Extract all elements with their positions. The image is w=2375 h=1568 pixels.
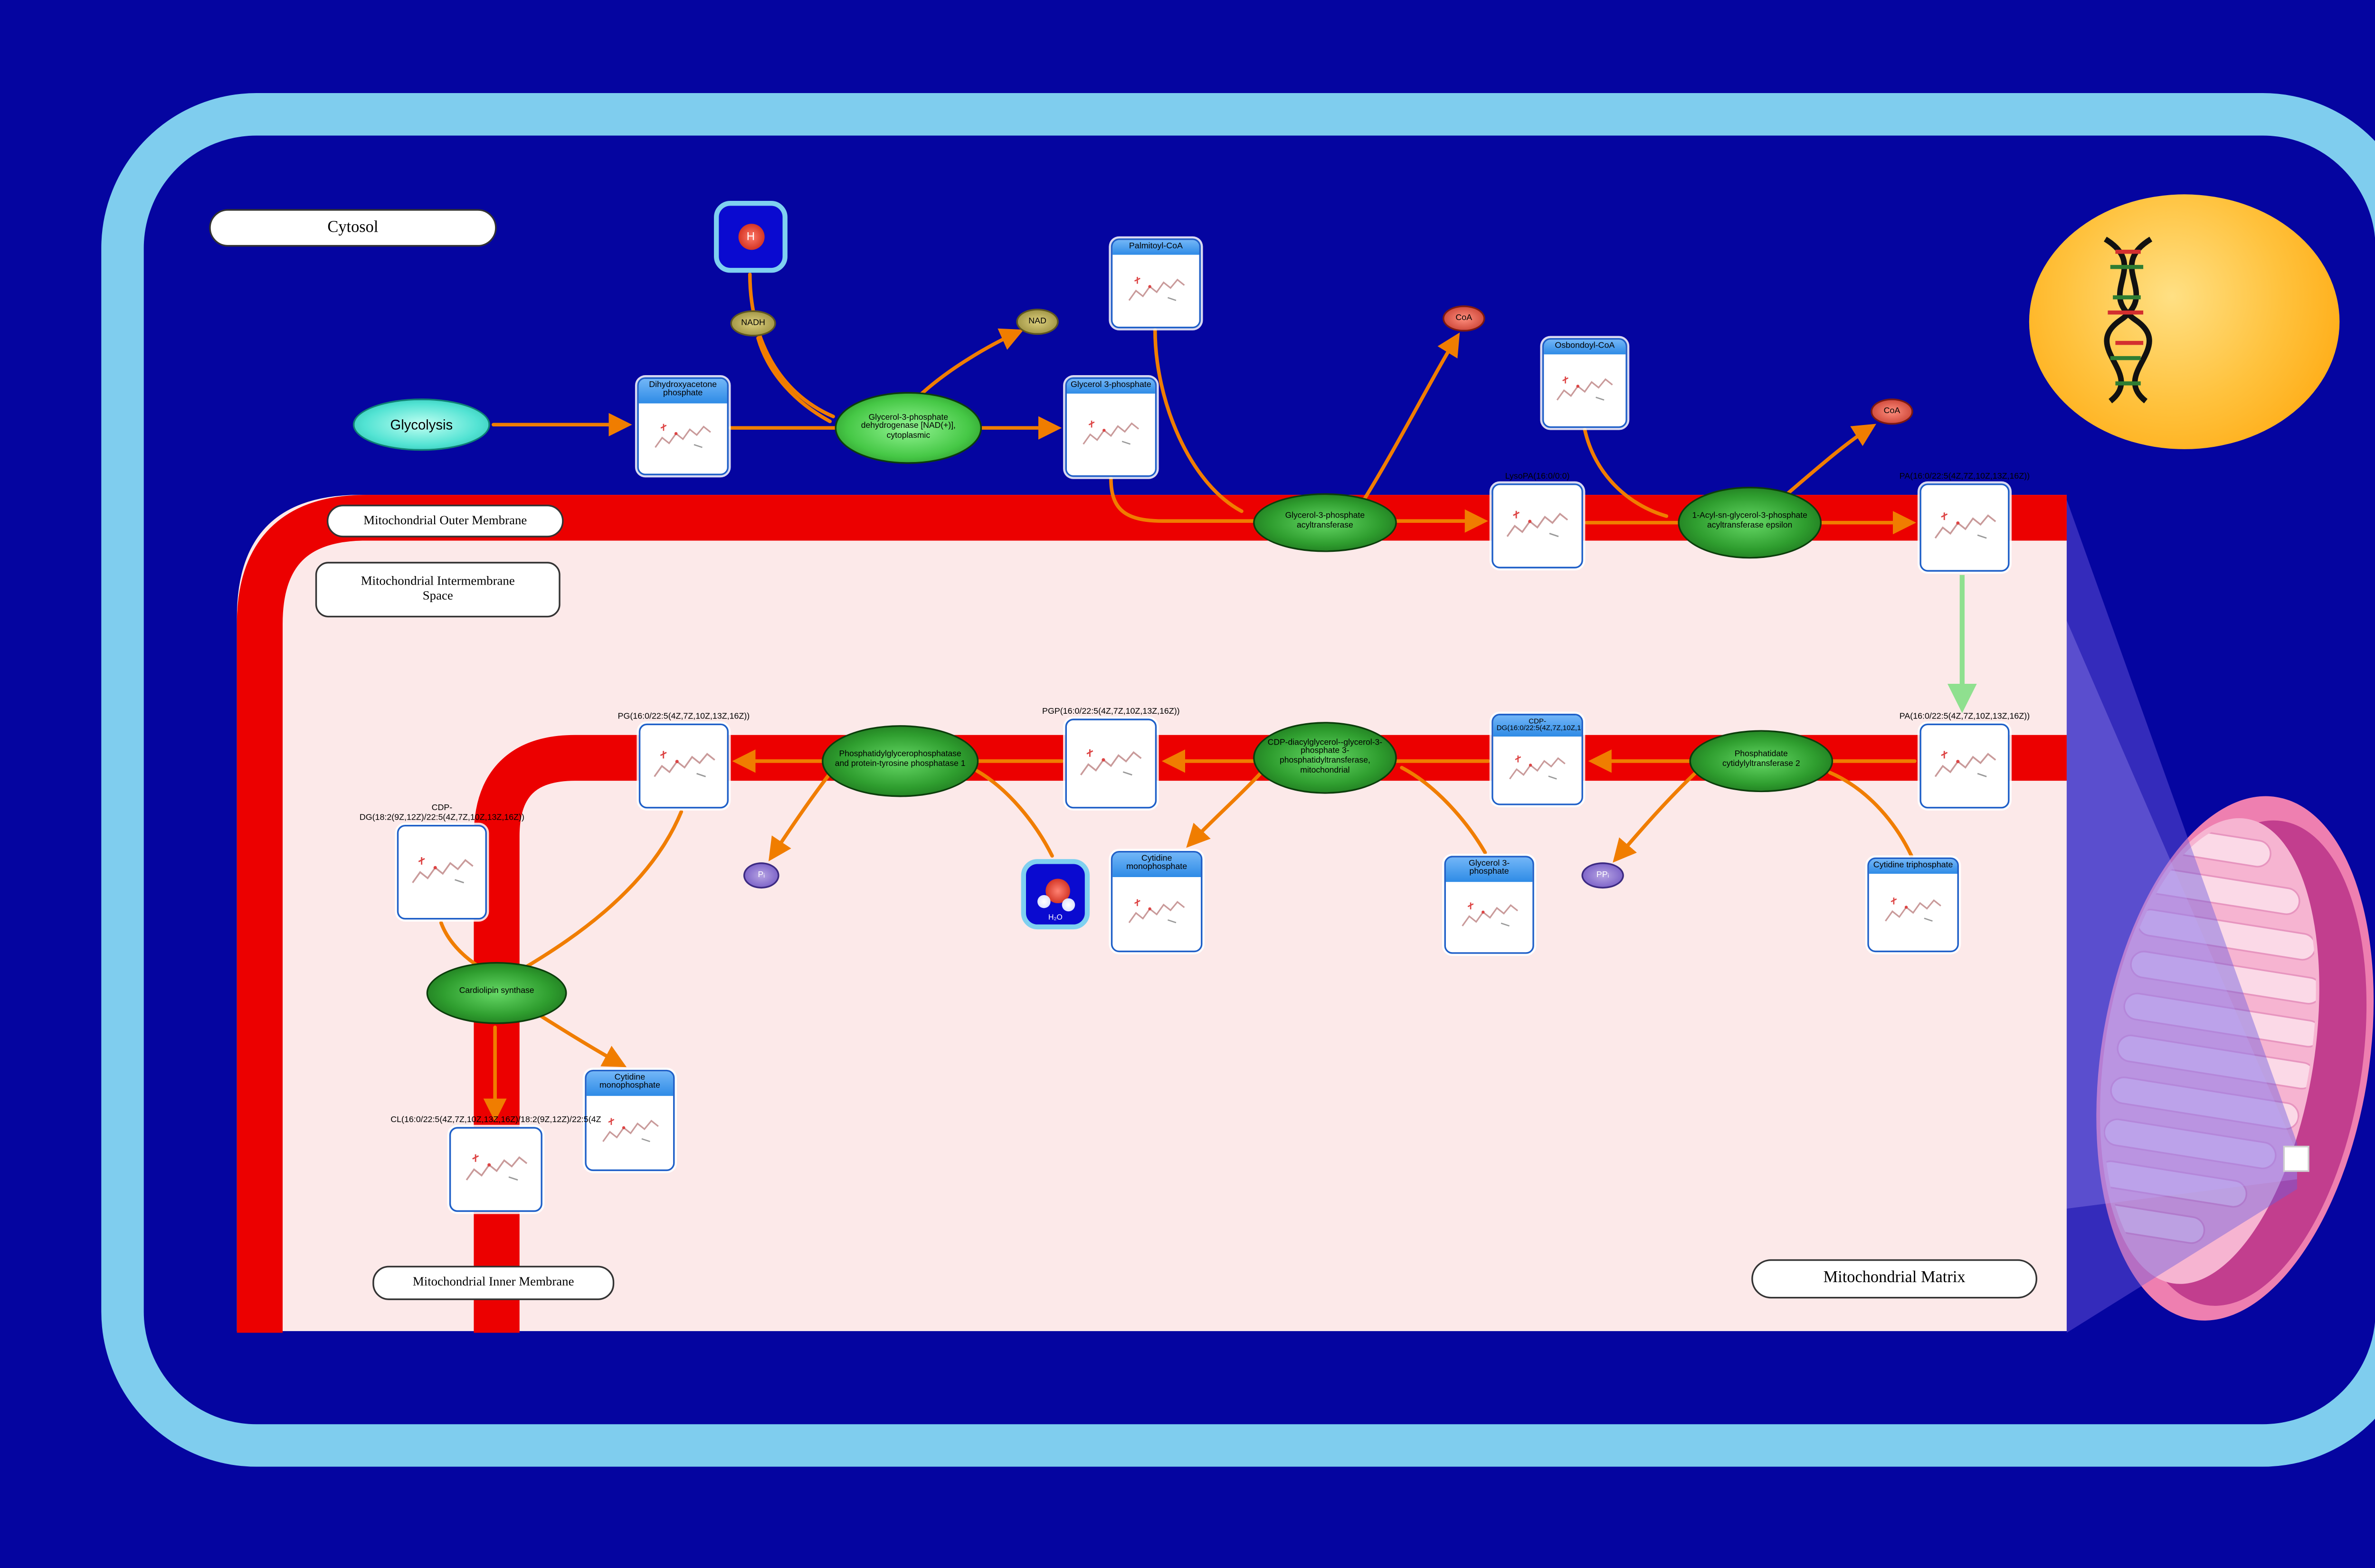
enzyme-agpat[interactable]: 1-Acyl-sn-glycerol-3-phosphate acyltrans… bbox=[1678, 486, 1822, 559]
entity-dihydroxyacetone-phosphate[interactable]: Dihydroxyacetone phosphate bbox=[637, 377, 729, 475]
entity-osbondoyl-coa[interactable]: Osbondoyl-CoA bbox=[1542, 338, 1627, 428]
molecule-structure-icon bbox=[1078, 416, 1144, 453]
entity-label: PGP(16:0/22:5(4Z,7Z,10Z,13Z,16Z)) bbox=[1042, 707, 1180, 718]
molecule-structure-icon bbox=[1123, 273, 1189, 309]
molecule-structure-icon bbox=[648, 746, 720, 786]
molecule-structure-icon bbox=[406, 852, 478, 892]
proton-icon[interactable]: H bbox=[714, 201, 788, 273]
entity-label: CDP-DG(16:0/22:5(4Z,7Z,10Z,13Z,16Z)) bbox=[1493, 715, 1581, 737]
molecule-structure-icon bbox=[650, 420, 716, 456]
mitochondrion-illustration bbox=[2090, 796, 2374, 1321]
entity-label: CDP- DG(18:2(9Z,12Z)/22:5(4Z,7Z,10Z,13Z,… bbox=[359, 804, 524, 824]
enzyme-pgs1[interactable]: CDP-diacylglycerol--glycerol-3-phosphate… bbox=[1253, 722, 1397, 794]
entity-pg[interactable]: PG(16:0/22:5(4Z,7Z,10Z,13Z,16Z)) bbox=[618, 713, 750, 809]
entity-palmitoyl-coa[interactable]: Palmitoyl-CoA bbox=[1111, 238, 1201, 329]
molecule-structure-icon bbox=[1928, 508, 2000, 548]
enzyme-gpat[interactable]: Glycerol-3-phosphate acyltransferase bbox=[1253, 493, 1397, 552]
entity-label: Glycerol 3-phosphate bbox=[1066, 378, 1155, 394]
entity-cytidine-monophosphate-1[interactable]: Cytidine monophosphate bbox=[1111, 850, 1203, 953]
entity-label: Osbondoyl-CoA bbox=[1544, 340, 1626, 354]
intermembrane-space-label: Mitochondrial Intermembrane Space bbox=[315, 562, 560, 618]
entity-glycerol-3-phosphate-matrix[interactable]: Glycerol 3-phosphate bbox=[1444, 856, 1534, 954]
entity-label: Cytidine triphosphate bbox=[1869, 859, 1957, 874]
entity-label: CL(16:0/22:5(4Z,7Z,10Z,13Z,16Z)/18:2(9Z,… bbox=[390, 1115, 601, 1126]
entity-cdp-dg-18-2[interactable]: CDP- DG(18:2(9Z,12Z)/22:5(4Z,7Z,10Z,13Z,… bbox=[360, 804, 524, 920]
zoom-projection-beam bbox=[2066, 500, 2297, 1333]
entity-label: LysoPA(16:0/0:0) bbox=[1505, 472, 1570, 482]
hydrogen-atom bbox=[1062, 898, 1075, 912]
entity-label: PG(16:0/22:5(4Z,7Z,10Z,13Z,16Z)) bbox=[618, 712, 750, 722]
entity-pgp[interactable]: PGP(16:0/22:5(4Z,7Z,10Z,13Z,16Z)) bbox=[1042, 708, 1180, 809]
outer-membrane-label: Mitochondrial Outer Membrane bbox=[326, 504, 564, 538]
entity-label: Glycerol 3-phosphate bbox=[1445, 857, 1533, 882]
metabolite-nad[interactable]: NAD bbox=[1016, 309, 1059, 335]
molecule-structure-icon bbox=[1501, 506, 1573, 546]
entity-cytidine-triphosphate[interactable]: Cytidine triphosphate bbox=[1867, 857, 1959, 953]
entity-cardiolipin[interactable]: CL(16:0/22:5(4Z,7Z,10Z,13Z,16Z)/18:2(9Z,… bbox=[390, 1116, 601, 1212]
entity-cdp-dg[interactable]: CDP-DG(16:0/22:5(4Z,7Z,10Z,13Z,16Z)) bbox=[1492, 714, 1583, 805]
entity-label: Dihydroxyacetone phosphate bbox=[638, 378, 727, 403]
entity-cytidine-monophosphate-2[interactable]: Cytidine monophosphate bbox=[585, 1069, 675, 1171]
entity-label: Palmitoyl-CoA bbox=[1112, 240, 1199, 255]
enzyme-ptpmt1[interactable]: Phosphatidylglycerophosphatase and prote… bbox=[822, 725, 979, 797]
molecule-structure-icon bbox=[1928, 746, 2000, 786]
pathway-node-glycolysis[interactable]: Glycolysis bbox=[352, 398, 490, 451]
inner-membrane-label: Mitochondrial Inner Membrane bbox=[372, 1266, 615, 1300]
entity-pa-matrix[interactable]: PA(16:0/22:5(4Z,7Z,10Z,13Z,16Z)) bbox=[1900, 713, 2030, 809]
entity-glycerol-3-phosphate-cytosol[interactable]: Glycerol 3-phosphate bbox=[1065, 377, 1157, 477]
entity-label: Cytidine monophosphate bbox=[586, 1071, 674, 1096]
molecule-structure-icon bbox=[1552, 372, 1618, 408]
water-label: H₂O bbox=[1048, 913, 1063, 921]
molecule-structure-icon bbox=[1124, 896, 1189, 932]
metabolite-coa-2[interactable]: CoA bbox=[1871, 398, 1913, 425]
entity-label: Cytidine monophosphate bbox=[1112, 852, 1201, 877]
enzyme-cardiolipin-synthase[interactable]: Cardiolipin synthase bbox=[426, 962, 567, 1024]
zoom-region-marker[interactable] bbox=[2283, 1145, 2309, 1172]
molecule-structure-icon bbox=[460, 1150, 532, 1189]
h-plus-atom: H bbox=[737, 224, 764, 250]
inner-membrane-band bbox=[474, 735, 2067, 1333]
molecule-structure-icon bbox=[1456, 899, 1522, 935]
nucleus bbox=[2029, 194, 2340, 449]
dna-icon bbox=[2104, 236, 2153, 404]
metabolite-nadh[interactable]: NADH bbox=[730, 310, 776, 337]
enzyme-cds2[interactable]: Phosphatidate cytidylyltransferase 2 bbox=[1689, 730, 1834, 793]
zoom-projection-beam-core bbox=[2066, 621, 2297, 1209]
hydrogen-atom bbox=[1037, 895, 1051, 908]
enzyme-gpd1[interactable]: Glycerol-3-phosphate dehydrogenase [NAD(… bbox=[835, 392, 982, 464]
water-molecule-icon[interactable]: H₂O bbox=[1021, 859, 1090, 930]
matrix-label: Mitochondrial Matrix bbox=[1751, 1259, 2038, 1299]
entity-lysopa[interactable]: LysoPA(16:0/0:0) bbox=[1492, 472, 1583, 568]
metabolite-pi[interactable]: Pᵢ bbox=[743, 862, 779, 889]
metabolite-coa-1[interactable]: CoA bbox=[1443, 305, 1485, 332]
molecule-structure-icon bbox=[1881, 894, 1946, 930]
entity-label: PA(16:0/22:5(4Z,7Z,10Z,13Z,16Z)) bbox=[1899, 472, 2030, 482]
molecule-structure-icon bbox=[1505, 752, 1570, 788]
molecule-structure-icon bbox=[1075, 744, 1147, 784]
metabolite-ppi[interactable]: PPᵢ bbox=[1581, 862, 1624, 889]
entity-label: PA(16:0/22:5(4Z,7Z,10Z,13Z,16Z)) bbox=[1899, 712, 2030, 722]
entity-pa-outer-membrane[interactable]: PA(16:0/22:5(4Z,7Z,10Z,13Z,16Z)) bbox=[1900, 472, 2030, 572]
cytosol-label: Cytosol bbox=[209, 209, 497, 247]
cell-boundary bbox=[101, 93, 2375, 1467]
